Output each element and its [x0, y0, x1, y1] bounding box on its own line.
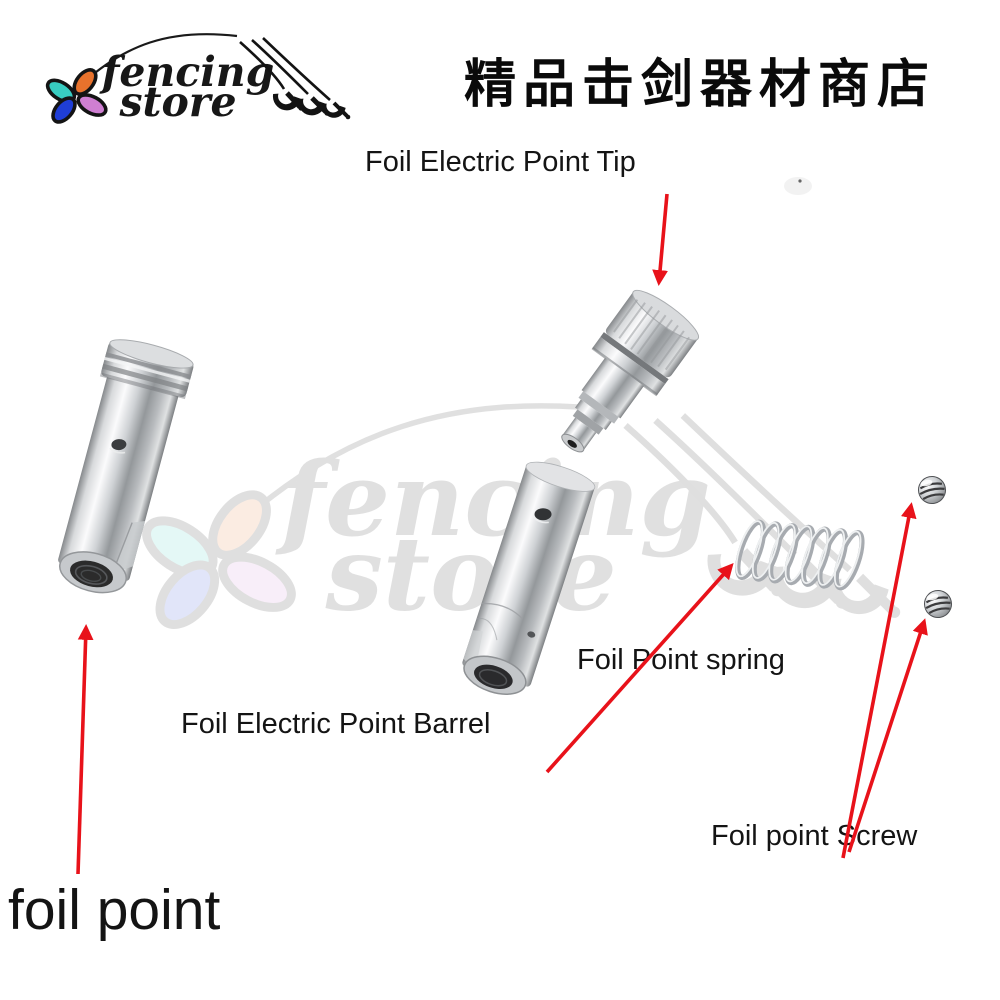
point-barrel-image: [462, 461, 596, 695]
label-point-barrel: Foil Electric Point Barrel: [181, 708, 491, 740]
photo-speck: [784, 177, 812, 195]
point-screw-upper-image: [918, 476, 946, 504]
foil-point-assembled-image: [58, 339, 194, 594]
label-point-spring: Foil Point spring: [577, 644, 785, 676]
store-title-chinese: 精品击剑器材商店: [464, 56, 937, 114]
point-tip-image: [561, 289, 700, 453]
point-spring-image: [735, 519, 865, 591]
label-point-screw: Foil point Screw: [711, 820, 918, 852]
label-foil-point: foil point: [8, 878, 221, 942]
fencing-store-logo: [44, 34, 350, 126]
point-screw-lower-image: [924, 590, 952, 618]
label-point-tip: Foil Electric Point Tip: [365, 146, 636, 178]
